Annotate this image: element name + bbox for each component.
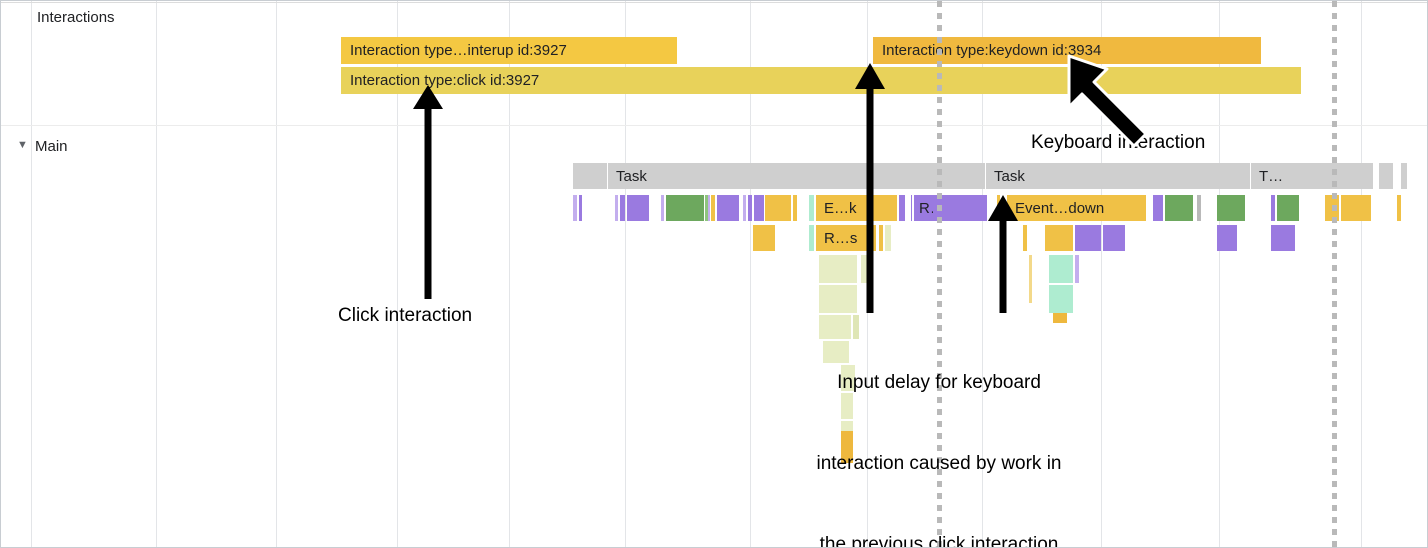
- flame-block[interactable]: [1053, 313, 1067, 323]
- task-bar[interactable]: Task: [607, 163, 873, 189]
- arrow-click-interaction: [413, 85, 443, 299]
- flame-block[interactable]: [1049, 285, 1073, 313]
- track-separator: [1, 2, 1427, 3]
- interaction-bar-pointer[interactable]: Interaction type…interup id:3927: [341, 37, 677, 64]
- event-block[interactable]: [661, 195, 664, 221]
- event-block[interactable]: [879, 225, 883, 251]
- event-block[interactable]: [1397, 195, 1401, 221]
- event-block[interactable]: [1023, 225, 1027, 251]
- flame-block[interactable]: [853, 315, 859, 339]
- event-block[interactable]: [573, 195, 577, 221]
- task-bar[interactable]: Task: [985, 163, 1241, 189]
- gridline: [625, 1, 626, 547]
- event-block[interactable]: [809, 195, 814, 221]
- flame-block[interactable]: [819, 315, 851, 339]
- event-block[interactable]: [885, 225, 891, 251]
- event-block[interactable]: [579, 195, 582, 221]
- flame-block[interactable]: [841, 431, 853, 463]
- flame-block[interactable]: [1029, 255, 1032, 303]
- event-block[interactable]: [754, 195, 764, 221]
- track-separator: [1, 125, 1427, 126]
- event-block[interactable]: [1277, 195, 1299, 221]
- gridline: [397, 1, 398, 547]
- flame-block[interactable]: [841, 365, 855, 391]
- event-block[interactable]: [1271, 225, 1295, 251]
- task-row-background: [1379, 163, 1393, 189]
- event-block[interactable]: [743, 195, 746, 221]
- event-block[interactable]: [969, 195, 987, 221]
- event-block[interactable]: [753, 225, 775, 251]
- event-block[interactable]: [1153, 195, 1163, 221]
- event-block[interactable]: [1103, 225, 1125, 251]
- flame-block[interactable]: [841, 393, 853, 419]
- track-title-interactions: Interactions: [37, 9, 115, 26]
- flame-block[interactable]: [819, 285, 857, 313]
- flame-block[interactable]: [1049, 255, 1073, 283]
- event-block[interactable]: [705, 195, 708, 221]
- event-block[interactable]: [748, 195, 752, 221]
- gridline: [156, 1, 157, 547]
- event-block[interactable]: [1075, 225, 1101, 251]
- annotation-keyboard-interaction: Keyboard interaction: [1031, 132, 1206, 153]
- event-block[interactable]: [809, 225, 814, 251]
- task-bar[interactable]: T…: [1250, 163, 1294, 189]
- event-block[interactable]: [1197, 195, 1201, 221]
- event-block[interactable]: [666, 195, 704, 221]
- event-block[interactable]: [1165, 195, 1193, 221]
- gridline: [1219, 1, 1220, 547]
- flame-block[interactable]: [861, 255, 867, 283]
- flame-block[interactable]: [819, 255, 857, 283]
- event-block[interactable]: [1217, 195, 1245, 221]
- event-bar-e[interactable]: E…k: [816, 195, 897, 221]
- event-block[interactable]: [912, 195, 914, 221]
- gridline: [1361, 1, 1362, 547]
- gridline: [31, 1, 32, 547]
- gridline: [750, 1, 751, 547]
- event-bar-keydown[interactable]: Event…down: [1007, 195, 1146, 221]
- event-block[interactable]: [711, 195, 715, 221]
- flame-block[interactable]: [1075, 255, 1079, 283]
- event-block[interactable]: [615, 195, 618, 221]
- task-row-background: [1401, 163, 1407, 189]
- event-block[interactable]: [1217, 225, 1237, 251]
- event-block[interactable]: [1045, 225, 1073, 251]
- interaction-bar-keydown[interactable]: Interaction type:keydown id:3934: [873, 37, 1261, 64]
- annotation-input-delay-line1: Input delay for keyboard: [837, 372, 1041, 393]
- timeline-marker: [937, 1, 942, 547]
- event-block[interactable]: [627, 195, 649, 221]
- event-bar-r-sub[interactable]: R…s: [816, 225, 876, 251]
- gridline: [509, 1, 510, 547]
- timeline-marker: [1332, 1, 1337, 547]
- event-block[interactable]: [899, 195, 905, 221]
- gridline: [276, 1, 277, 547]
- event-block[interactable]: [1271, 195, 1275, 221]
- event-block[interactable]: [765, 195, 791, 221]
- annotation-input-delay-line2: interaction caused by work in: [816, 453, 1062, 474]
- track-title-main: Main: [35, 138, 68, 155]
- annotation-input-delay-line3: the previous click interaction: [819, 534, 1059, 548]
- flame-block[interactable]: [823, 341, 849, 363]
- event-block[interactable]: [793, 195, 797, 221]
- event-block[interactable]: [708, 195, 710, 221]
- event-block[interactable]: [997, 195, 1000, 221]
- event-block[interactable]: [1341, 195, 1371, 221]
- event-block[interactable]: [620, 195, 625, 221]
- annotation-input-delay: Input delay for keyboard interaction cau…: [779, 315, 1099, 548]
- main-track-collapse-caret[interactable]: ▼: [17, 139, 28, 151]
- annotation-click-interaction: Click interaction: [338, 305, 473, 326]
- gridline: [982, 1, 983, 547]
- interaction-bar-click[interactable]: Interaction type:click id:3927: [341, 67, 1301, 94]
- gridline: [1101, 1, 1102, 547]
- event-block[interactable]: [717, 195, 739, 221]
